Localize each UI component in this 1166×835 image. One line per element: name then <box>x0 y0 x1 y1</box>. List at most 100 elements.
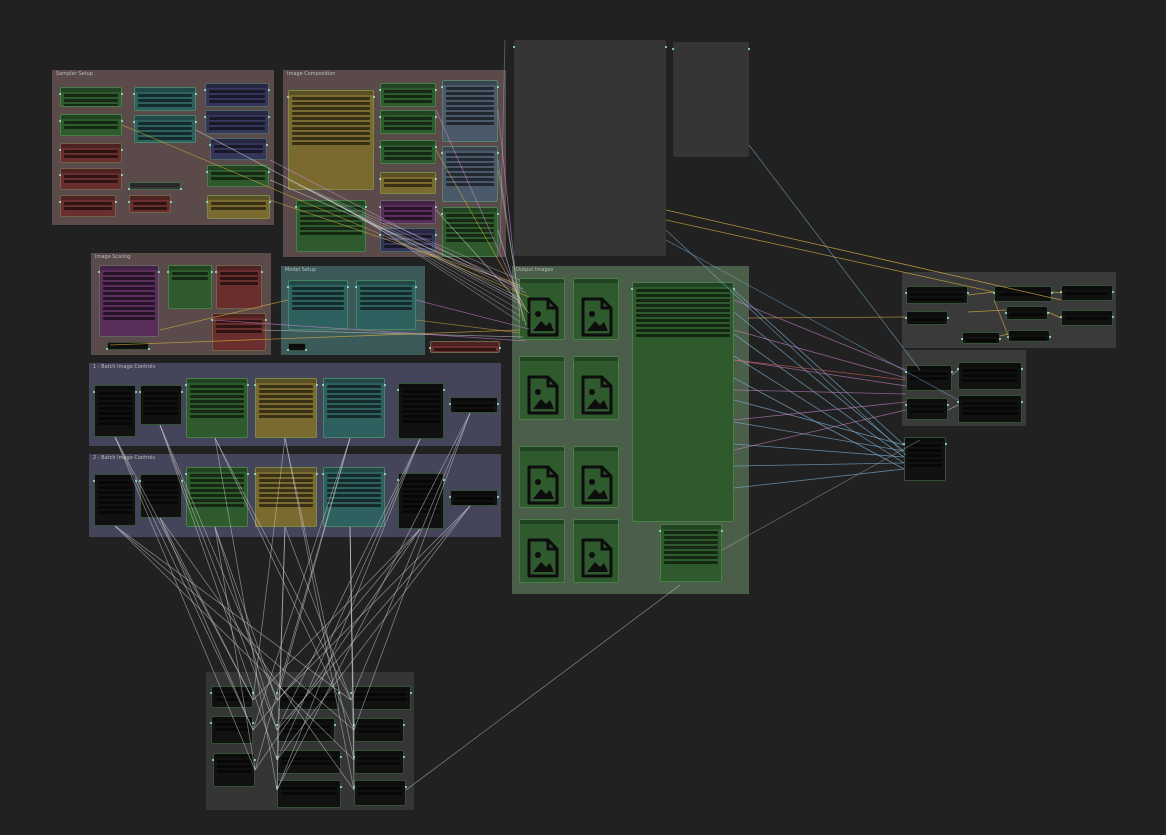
node-widget[interactable] <box>190 494 244 497</box>
node-widget[interactable] <box>190 385 244 388</box>
node-port[interactable] <box>254 384 256 386</box>
node-widget[interactable] <box>360 297 412 300</box>
node-port[interactable] <box>403 724 405 726</box>
node-title-bar[interactable] <box>907 366 951 370</box>
node-title-bar[interactable] <box>443 81 497 85</box>
batch-node[interactable] <box>186 467 248 527</box>
preview-image-node[interactable] <box>673 42 749 157</box>
node-widget[interactable] <box>402 410 440 413</box>
node-widget[interactable] <box>144 491 178 494</box>
node-widget[interactable] <box>259 504 313 507</box>
node-widget[interactable] <box>327 400 381 403</box>
node-title-bar[interactable] <box>289 91 373 95</box>
node-widget[interactable] <box>209 122 265 125</box>
node-widget[interactable] <box>962 407 1018 410</box>
node-widget[interactable] <box>664 546 718 549</box>
node-widget[interactable] <box>454 409 494 412</box>
node-widget[interactable] <box>259 494 313 497</box>
node-port[interactable] <box>252 722 254 724</box>
node-port[interactable] <box>449 496 451 498</box>
node-widget[interactable] <box>446 178 494 181</box>
node-widget[interactable] <box>402 395 440 398</box>
node-widget[interactable] <box>64 99 118 102</box>
node-widget[interactable] <box>98 422 132 425</box>
node-widget[interactable] <box>962 412 1018 415</box>
node-widget[interactable] <box>211 202 266 205</box>
node-port[interactable] <box>93 391 95 393</box>
load-image-node[interactable] <box>519 278 565 340</box>
node-title-bar[interactable] <box>381 201 435 205</box>
node-title-bar[interactable] <box>206 84 268 88</box>
reroute-node[interactable] <box>277 780 341 808</box>
node-port[interactable] <box>185 384 187 386</box>
node-widget[interactable] <box>908 464 942 467</box>
node-widget[interactable] <box>300 222 362 225</box>
batch-node[interactable] <box>450 397 498 413</box>
utility-node[interactable] <box>906 365 952 391</box>
node-port[interactable] <box>405 786 407 788</box>
node-widget[interactable] <box>220 282 258 285</box>
node-widget[interactable] <box>636 324 730 327</box>
node-port[interactable] <box>905 371 907 373</box>
node-widget[interactable] <box>636 329 730 332</box>
node-port[interactable] <box>181 480 183 482</box>
node-widget[interactable] <box>664 531 718 534</box>
node-widget[interactable] <box>446 219 494 222</box>
node-port[interactable] <box>180 188 182 190</box>
node-port[interactable] <box>373 96 375 98</box>
node-widget[interactable] <box>292 127 370 130</box>
node-port[interactable] <box>733 288 735 290</box>
node-widget[interactable] <box>636 319 730 322</box>
node-port[interactable] <box>338 692 340 694</box>
node-port[interactable] <box>967 292 969 294</box>
encode-node[interactable] <box>380 200 436 224</box>
node-port[interactable] <box>957 368 959 370</box>
node-port[interactable] <box>158 271 160 273</box>
node-widget[interactable] <box>281 698 335 701</box>
load-image-node[interactable] <box>573 446 619 508</box>
node-widget[interactable] <box>281 725 331 728</box>
node-port[interactable] <box>379 89 381 91</box>
batch-node[interactable] <box>398 473 444 529</box>
node-widget[interactable] <box>138 127 192 130</box>
node-title-bar[interactable] <box>169 266 211 270</box>
node-widget[interactable] <box>446 163 494 166</box>
node-widget[interactable] <box>962 374 1018 377</box>
node-widget[interactable] <box>259 390 313 393</box>
node-widget[interactable] <box>144 481 178 484</box>
node-widget[interactable] <box>215 698 249 701</box>
node-port[interactable] <box>1021 401 1023 403</box>
load-image-node[interactable] <box>573 519 619 583</box>
node-widget[interactable] <box>138 132 192 135</box>
node-widget[interactable] <box>962 379 1018 382</box>
node-title-bar[interactable] <box>574 279 618 283</box>
node-port[interactable] <box>276 786 278 788</box>
node-widget[interactable] <box>259 489 313 492</box>
node-widget[interactable] <box>190 474 244 477</box>
conditioning-node[interactable] <box>205 83 269 107</box>
node-widget[interactable] <box>402 500 440 503</box>
node-port[interactable] <box>379 178 381 180</box>
node-port[interactable] <box>384 473 386 475</box>
primitive-node[interactable] <box>129 195 171 213</box>
node-widget[interactable] <box>259 410 313 413</box>
utility-node[interactable] <box>994 286 1052 302</box>
node-title-bar[interactable] <box>130 183 180 187</box>
node-widget[interactable] <box>384 90 432 93</box>
node-port[interactable] <box>206 171 208 173</box>
node-widget[interactable] <box>908 454 942 457</box>
model-node[interactable] <box>288 280 348 330</box>
node-widget[interactable] <box>144 496 178 499</box>
node-widget[interactable] <box>402 420 440 423</box>
node-title-bar[interactable] <box>357 281 415 285</box>
utility-node[interactable] <box>906 286 968 304</box>
scale-node[interactable] <box>212 313 266 351</box>
node-widget[interactable] <box>281 762 337 765</box>
node-port[interactable] <box>59 120 61 122</box>
prompt-node[interactable] <box>288 90 374 190</box>
node-widget[interactable] <box>144 501 178 504</box>
node-widget[interactable] <box>98 407 132 410</box>
node-title-bar[interactable] <box>959 396 1021 400</box>
reroute-node[interactable] <box>213 753 255 787</box>
